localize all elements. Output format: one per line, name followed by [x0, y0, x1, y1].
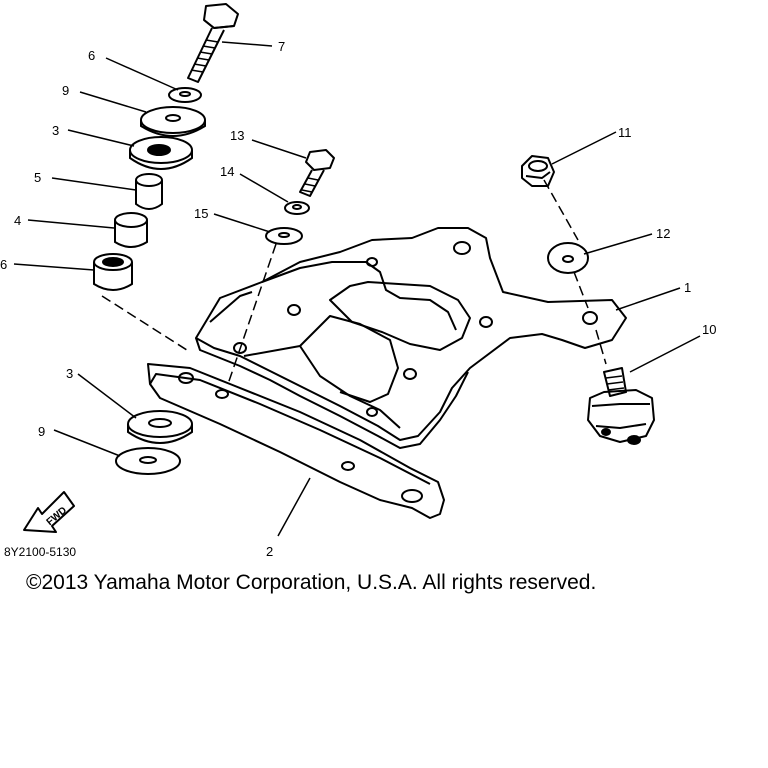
sleeve-part-4 — [114, 212, 148, 248]
callout-9-lower: 9 — [38, 424, 45, 439]
callout-3-upper: 3 — [52, 123, 59, 138]
collar-part-3-lower — [127, 410, 193, 444]
washer-part-14 — [284, 201, 310, 215]
callout-10: 10 — [702, 322, 716, 337]
callout-4: 4 — [14, 213, 21, 228]
sleeve-part-5 — [135, 173, 163, 210]
bolt-part-7 — [187, 3, 239, 83]
washer-part-8 — [168, 87, 202, 103]
callout-7: 7 — [278, 39, 285, 54]
callout-1: 1 — [684, 280, 691, 295]
callout-14: 14 — [220, 164, 234, 179]
lower-strap-part-2 — [147, 363, 445, 519]
washer-part-9-lower — [115, 447, 181, 475]
callout-11: 11 — [618, 125, 632, 140]
callout-3-lower: 3 — [66, 366, 73, 381]
diagram-code: 8Y2100-5130 — [4, 545, 76, 559]
callout-12: 12 — [656, 226, 670, 241]
washer-part-12 — [547, 242, 589, 274]
washer-part-9-upper — [140, 106, 206, 137]
bracket-holes — [233, 241, 598, 417]
callout-13: 13 — [230, 128, 244, 143]
callout-2: 2 — [266, 544, 273, 559]
engine-bracket-part-1 — [195, 227, 627, 449]
callout-6: 6 — [0, 257, 7, 272]
rubber-mount-part-10 — [587, 367, 655, 445]
leader-lines — [13, 41, 701, 537]
callout-8: 6 — [88, 48, 95, 63]
bolt-part-13 — [299, 149, 335, 197]
callout-5: 5 — [34, 170, 41, 185]
forward-arrow-icon: FWD — [23, 491, 75, 533]
collar-part-3-upper — [129, 136, 193, 170]
bushing-part-6 — [93, 253, 133, 291]
callout-15: 15 — [194, 206, 208, 221]
copyright-notice: ©2013 Yamaha Motor Corporation, U.S.A. A… — [26, 571, 596, 594]
callout-9-upper: 9 — [62, 83, 69, 98]
nut-part-11 — [521, 155, 555, 187]
washer-part-15 — [265, 227, 303, 245]
alignment-lines — [101, 179, 607, 385]
